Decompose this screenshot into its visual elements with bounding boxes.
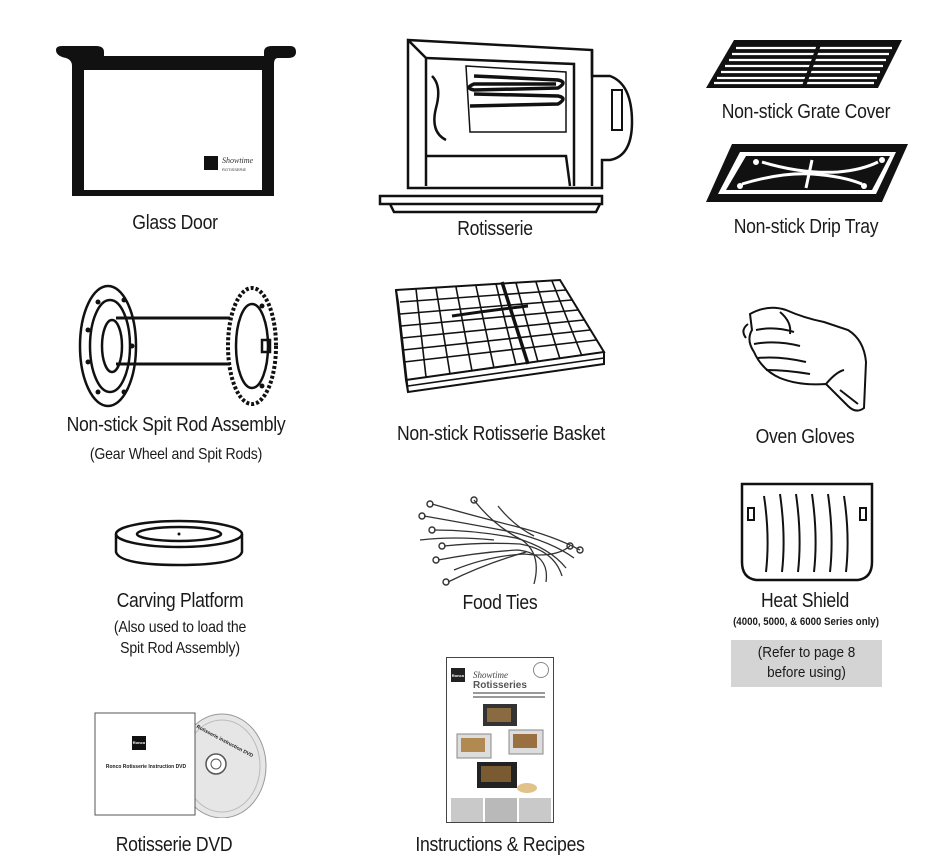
svg-text:ROTISSERIE: ROTISSERIE [222, 167, 247, 172]
dvd-brand: Ronco [132, 740, 146, 745]
carving-platform-sub-2: Spit Rod Assembly) [120, 640, 240, 657]
spit-rod-image [78, 284, 278, 408]
instructions-cover-title: Rotisseries [473, 680, 527, 691]
gloves-image [742, 306, 868, 412]
dvd-sleeve-text: Ronco Rotisserie Instruction DVD [105, 764, 187, 770]
basket-image [394, 278, 606, 394]
grate-cover-image [706, 40, 902, 88]
instructions-label: Instructions & Recipes [415, 834, 585, 856]
instructions-script: Showtime [473, 670, 508, 680]
heat-shield-label: Heat Shield [760, 590, 850, 612]
basket-label: Non-stick Rotisserie Basket [396, 423, 606, 445]
rotisserie-image [378, 38, 634, 214]
food-ties-image [418, 496, 584, 586]
gloves-label: Oven Gloves [755, 426, 855, 448]
heat-shield-note-line-2: before using) [767, 664, 846, 681]
spit-rod-sub: (Gear Wheel and Spit Rods) [89, 446, 263, 463]
carving-platform-image [114, 519, 244, 567]
heat-shield-image [740, 482, 874, 582]
instructions-logo-box: Ronco [451, 668, 465, 682]
rotisserie-label: Rotisserie [457, 218, 533, 240]
spit-rod-label: Non-stick Spit Rod Assembly [66, 414, 286, 436]
svg-text:Showtime: Showtime [222, 156, 254, 165]
dvd-label: Rotisserie DVD [115, 834, 233, 856]
instructions-booklet: Ronco Showtime Rotisseries [446, 657, 554, 823]
heat-shield-note: (Refer to page 8 before using) [731, 640, 882, 687]
dvd-image: Ronco Ronco Rotisserie Instruction DVD R… [94, 712, 274, 818]
drip-tray-label: Non-stick Drip Tray [733, 216, 879, 238]
drip-tray-image [706, 144, 908, 202]
carving-platform-label: Carving Platform [116, 590, 244, 612]
glass-door-label: Glass Door [132, 212, 218, 234]
food-ties-label: Food Ties [462, 592, 538, 614]
grate-cover-label: Non-stick Grate Cover [721, 101, 891, 123]
instructions-brand: Ronco [451, 673, 465, 678]
heat-shield-note-line-1: (Refer to page 8 [757, 644, 856, 661]
carving-platform-sub-1: (Also used to load the [113, 619, 247, 636]
glass-door-image: Showtime ROTISSERIE [56, 46, 296, 196]
heat-shield-series: (4000, 5000, & 6000 Series only) [733, 616, 879, 628]
